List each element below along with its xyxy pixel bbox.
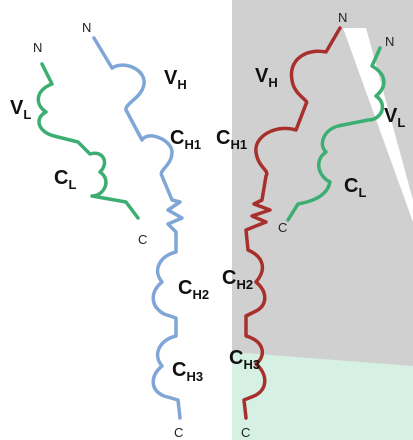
right-ch1-label: CH1	[216, 127, 247, 152]
left-ch3-label: CH3	[172, 359, 203, 384]
right-ch3-label: CH3	[229, 347, 260, 372]
left-light-n: N	[33, 40, 42, 55]
right-heavy-chain	[242, 26, 342, 420]
mint-panel	[232, 352, 413, 440]
right-light-chain	[286, 46, 386, 222]
right-heavy-c: C	[241, 425, 250, 440]
right-ch2-label: CH2	[222, 267, 253, 292]
left-heavy-n: N	[82, 20, 91, 35]
right-light-n: N	[385, 34, 394, 49]
left-heavy-chain	[92, 36, 184, 420]
left-vh-label: VH	[164, 67, 187, 92]
left-vl-label: VL	[10, 97, 31, 122]
right-vl-label: VL	[384, 105, 405, 130]
right-heavy-n: N	[338, 10, 347, 25]
right-vh-label: VH	[255, 65, 278, 90]
diagonal-stripe	[343, 28, 413, 222]
left-ch2-label: CH2	[178, 277, 209, 302]
left-light-c: C	[138, 232, 147, 247]
left-light-chain	[36, 62, 140, 220]
right-labels: N N C C VH VL CH1 CL CH2 CH3	[216, 10, 405, 440]
left-cl-label: CL	[54, 167, 76, 192]
right-light-c: C	[278, 220, 287, 235]
right-cl-label: CL	[344, 175, 366, 200]
left-labels: N N C C VH VL CH1 CL CH2 CH3	[10, 20, 209, 440]
left-heavy-c: C	[174, 425, 183, 440]
left-ch1-label: CH1	[170, 127, 201, 152]
